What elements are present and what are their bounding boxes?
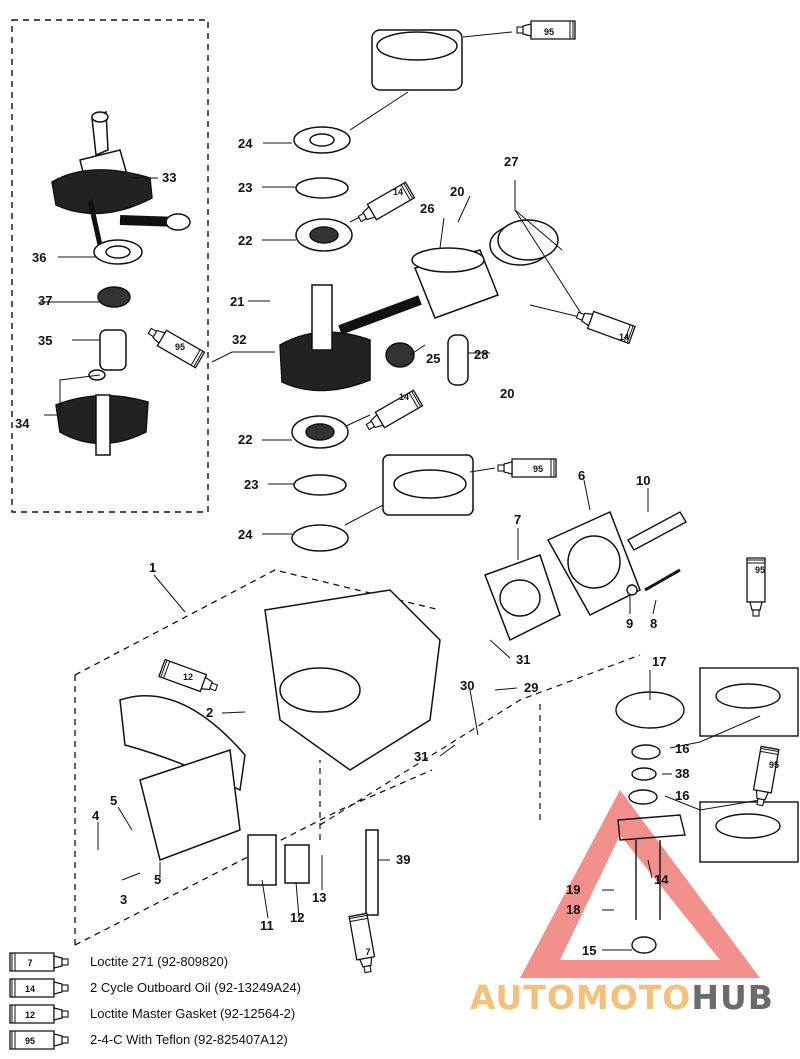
- tube-icon: 95: [9, 1030, 69, 1050]
- part-label: 4: [92, 808, 100, 823]
- part-label: 3: [120, 892, 127, 907]
- lubricant-tube-95-lower: [497, 458, 557, 478]
- part-label: 9: [626, 616, 633, 631]
- driveshaft-dashed-lines: [319, 654, 641, 840]
- tube-label: 95: [544, 27, 554, 37]
- svg-text:95: 95: [25, 1036, 35, 1046]
- part-label: 13: [312, 890, 326, 905]
- kit-crankshaft-drawing: [51, 110, 191, 456]
- svg-text:7: 7: [27, 958, 32, 968]
- part-label: 33: [162, 170, 176, 185]
- legend-row: 14 2 Cycle Outboard Oil (92-13249A24): [8, 976, 428, 1002]
- part-label: 16: [675, 788, 689, 803]
- part-label: 21: [230, 294, 244, 309]
- part-label: 12: [290, 910, 304, 925]
- part-label: 29: [524, 680, 538, 695]
- spark-plug-drawing: [626, 511, 687, 596]
- part-label: 35: [38, 333, 52, 348]
- part-label: 34: [15, 416, 30, 431]
- tube-label: 14: [393, 187, 403, 197]
- part-label: 11: [260, 918, 274, 933]
- tube-label: 95: [755, 565, 765, 575]
- svg-text:12: 12: [25, 1010, 35, 1020]
- tube-icon: 12: [9, 1004, 69, 1024]
- tube-label: 95: [769, 760, 779, 770]
- tube-label: 14: [399, 392, 409, 402]
- part-label: 24: [238, 136, 253, 151]
- lubricant-tube-14-upper: [354, 181, 416, 228]
- water-pump-tube-drawing: [617, 814, 686, 920]
- part-label: 36: [32, 250, 46, 265]
- legend-text: Loctite Master Gasket (92-12564-2): [90, 1006, 296, 1021]
- part-label: 7: [514, 512, 521, 527]
- svg-text:14: 14: [25, 984, 35, 994]
- part-label: 32: [232, 332, 246, 347]
- watermark-logo: AUTOMOTOHUB: [470, 978, 774, 1017]
- watermark-triangle: [520, 790, 760, 978]
- part-label: 22: [238, 432, 252, 447]
- part-label: 18: [566, 902, 580, 917]
- part-label: 24: [238, 527, 253, 542]
- part-label: 15: [582, 943, 596, 958]
- legend-text: Loctite 271 (92-809820): [90, 954, 229, 969]
- lubricant-tube-95-right-b: [750, 745, 780, 808]
- tube-icon: 14: [9, 978, 69, 998]
- part-label: 20: [450, 184, 464, 199]
- part-label: 17: [652, 654, 666, 669]
- watermark-logo-part2: HUB: [691, 978, 774, 1017]
- part-label: 28: [474, 347, 488, 362]
- tube-icon: 7: [9, 952, 69, 972]
- part-label: 16: [675, 741, 689, 756]
- part-label: 38: [675, 766, 689, 781]
- crank-kit-dashed-box: [11, 19, 209, 513]
- part-label: 31: [414, 749, 428, 764]
- part-label: 39: [396, 852, 410, 867]
- tube-label: 7: [365, 947, 370, 957]
- crankcase-dashed-region: [74, 569, 441, 946]
- legend-text: 2 Cycle Outboard Oil (92-13249A24): [90, 980, 302, 995]
- legend-row: 12 Loctite Master Gasket (92-12564-2): [8, 1002, 428, 1028]
- part-label: 14: [654, 872, 669, 887]
- part-label: 20: [500, 386, 514, 401]
- piston-drawing: [411, 219, 559, 386]
- part-label: 27: [504, 154, 518, 169]
- part-label: 30: [460, 678, 474, 693]
- part-label: 5: [110, 793, 117, 808]
- part-label: 25: [426, 351, 440, 366]
- lubricant-legend: 7 Loctite 271 (92-809820) 14 2 Cycle Out…: [8, 950, 428, 1054]
- part-label: 23: [244, 477, 258, 492]
- crankcase-drawing: [119, 510, 641, 916]
- tube-label: 95: [175, 342, 185, 352]
- legend-row: 95 2-4-C With Teflon (92-825407A12): [8, 1028, 428, 1054]
- tube-label: 14: [619, 332, 629, 342]
- part-label: 8: [650, 616, 657, 631]
- watermark-logo-part1: AUTOMOTO: [470, 978, 692, 1017]
- part-label: 6: [578, 468, 585, 483]
- tube-label: 12: [183, 672, 193, 682]
- tube-label: 95: [533, 464, 543, 474]
- part-label: 23: [238, 180, 252, 195]
- part-label: 37: [38, 293, 52, 308]
- part-label: 10: [636, 473, 650, 488]
- part-label: 31: [516, 652, 530, 667]
- seal-detail-boxes: [615, 667, 799, 954]
- crank-seal-stack-drawing: [279, 29, 474, 552]
- part-label: 2: [206, 705, 213, 720]
- legend-text: 2-4-C With Teflon (92-825407A12): [90, 1032, 288, 1047]
- part-label: 22: [238, 233, 252, 248]
- lubricant-tube-14-lower: [362, 389, 424, 436]
- part-label: 19: [566, 882, 580, 897]
- part-label: 1: [149, 560, 156, 575]
- part-label: 5: [154, 872, 161, 887]
- legend-row: 7 Loctite 271 (92-809820): [8, 950, 428, 976]
- part-label: 26: [420, 201, 434, 216]
